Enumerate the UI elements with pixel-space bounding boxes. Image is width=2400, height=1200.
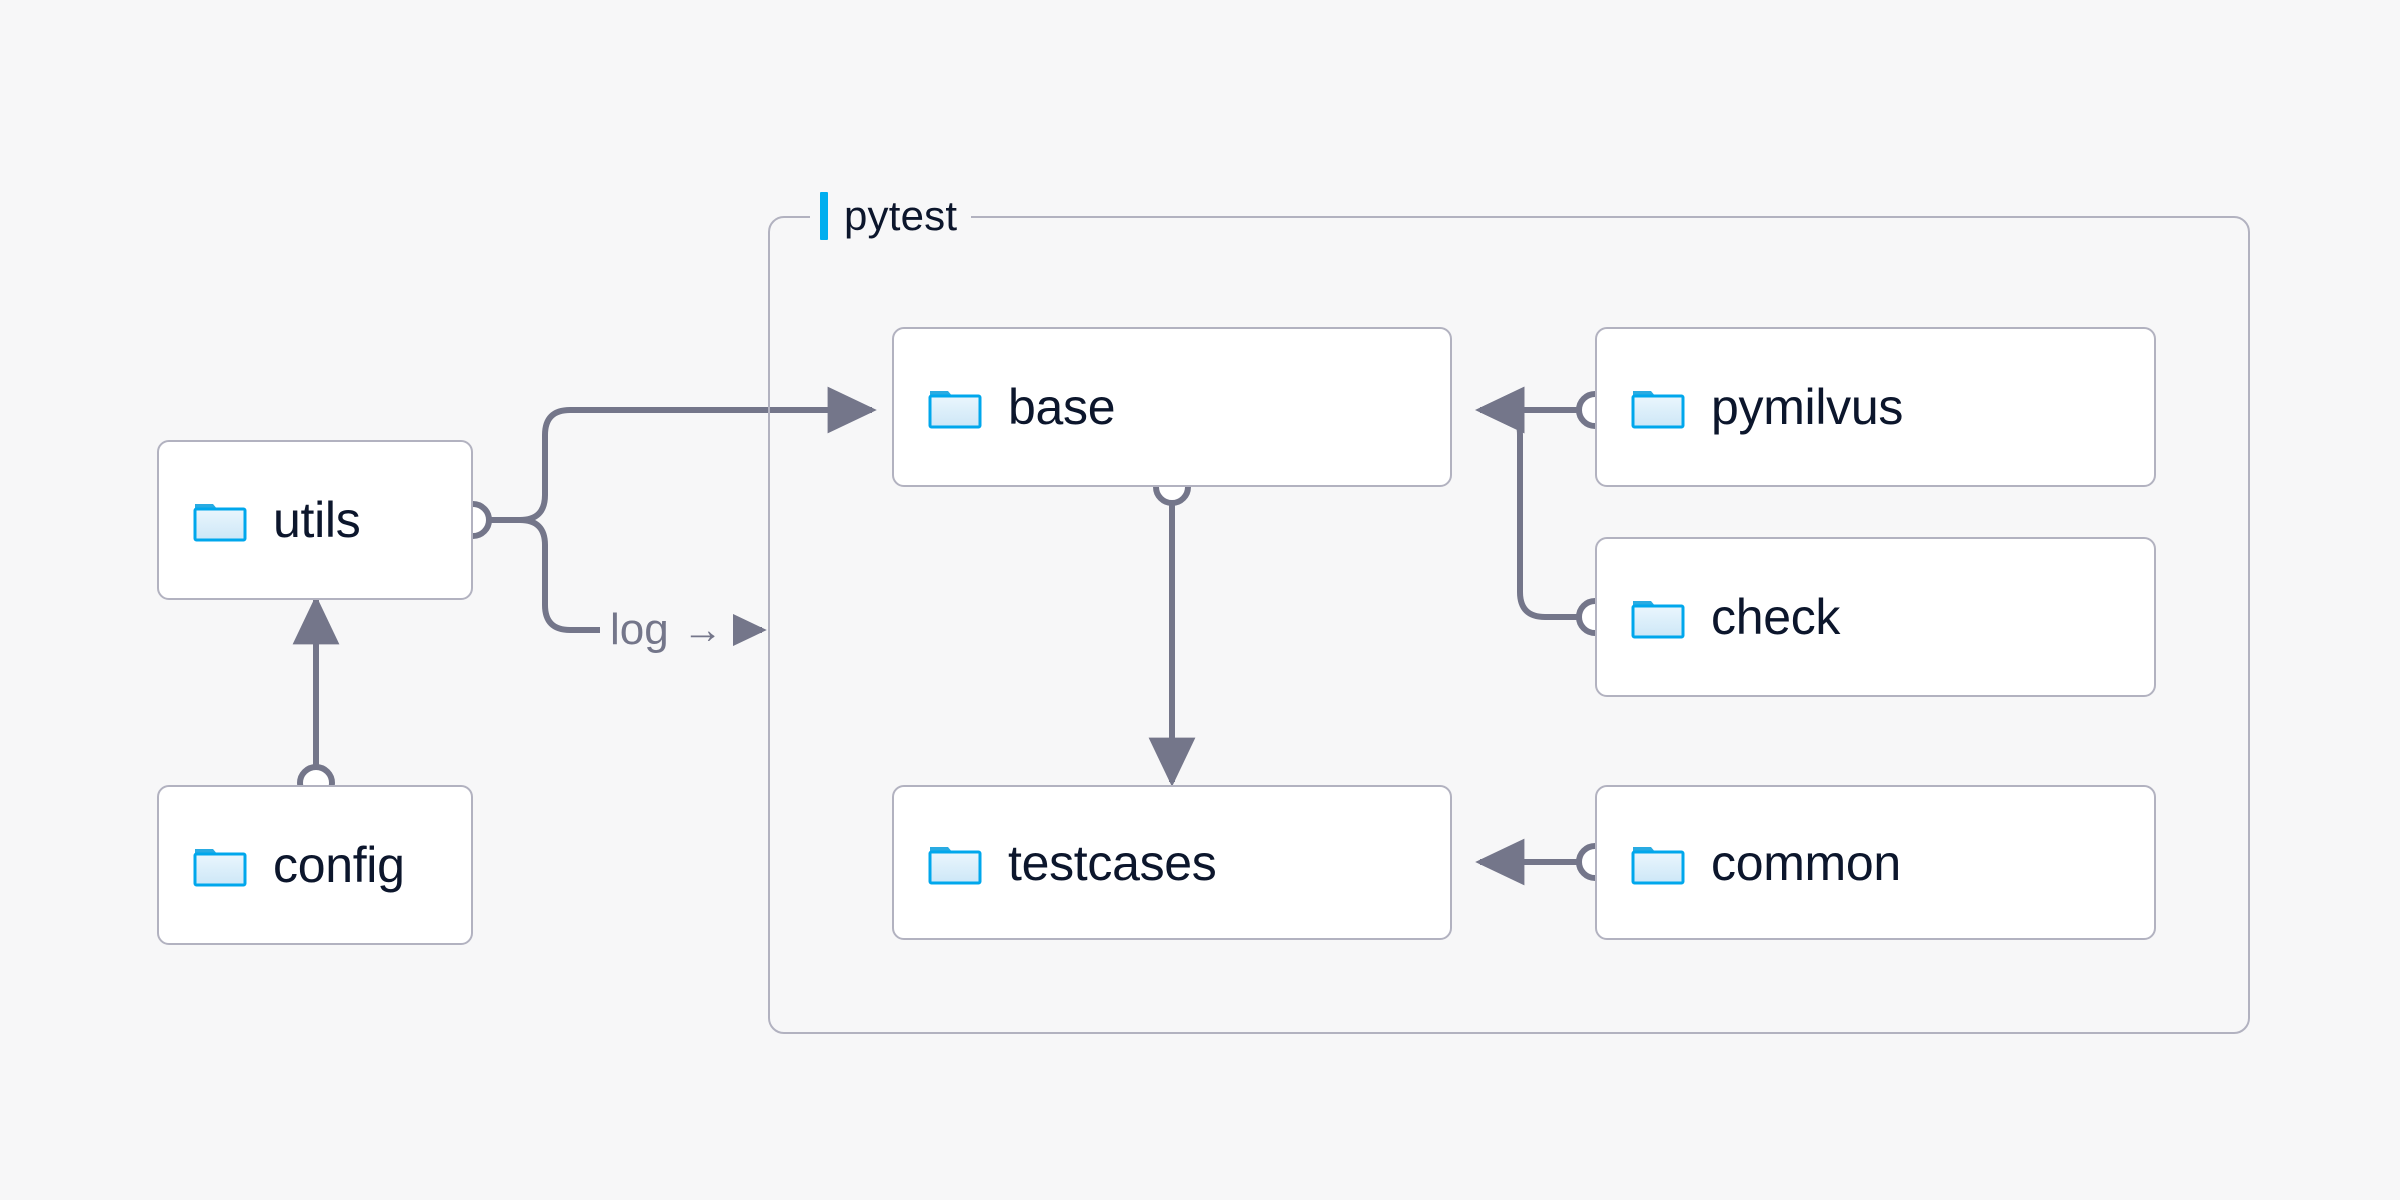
node-pymilvus[interactable]: pymilvus — [1595, 327, 2156, 487]
node-label: utils — [273, 492, 361, 548]
node-label: testcases — [1008, 834, 1217, 891]
node-testcases[interactable]: testcases — [892, 785, 1452, 940]
folder-icon — [928, 391, 982, 429]
group-container-pytest[interactable] — [768, 216, 2250, 1034]
node-label: common — [1711, 834, 1901, 891]
node-check[interactable]: check — [1595, 537, 2156, 697]
arrow-right-icon: → — [682, 608, 723, 652]
node-config[interactable]: config — [157, 785, 473, 945]
edge-label-log-text: log — [610, 605, 669, 654]
group-label-pytest[interactable]: pytest — [810, 188, 972, 244]
node-label: pymilvus — [1711, 379, 1904, 435]
folder-icon — [1631, 391, 1685, 429]
group-title: pytest — [844, 192, 958, 239]
folder-icon — [1631, 846, 1685, 884]
node-label: base — [1008, 379, 1116, 435]
node-utils[interactable]: utils — [157, 440, 473, 600]
accent-bar-icon — [820, 192, 828, 240]
folder-icon — [193, 849, 247, 887]
node-label: config — [273, 837, 405, 893]
edge-config-utils — [292, 595, 340, 802]
node-base[interactable]: base — [892, 327, 1452, 487]
folder-icon — [928, 846, 982, 884]
folder-icon — [193, 504, 247, 542]
edge-label-log: log → — [600, 604, 733, 656]
node-common[interactable]: common — [1595, 785, 2156, 940]
folder-icon — [1631, 601, 1685, 639]
node-label: check — [1711, 589, 1841, 645]
